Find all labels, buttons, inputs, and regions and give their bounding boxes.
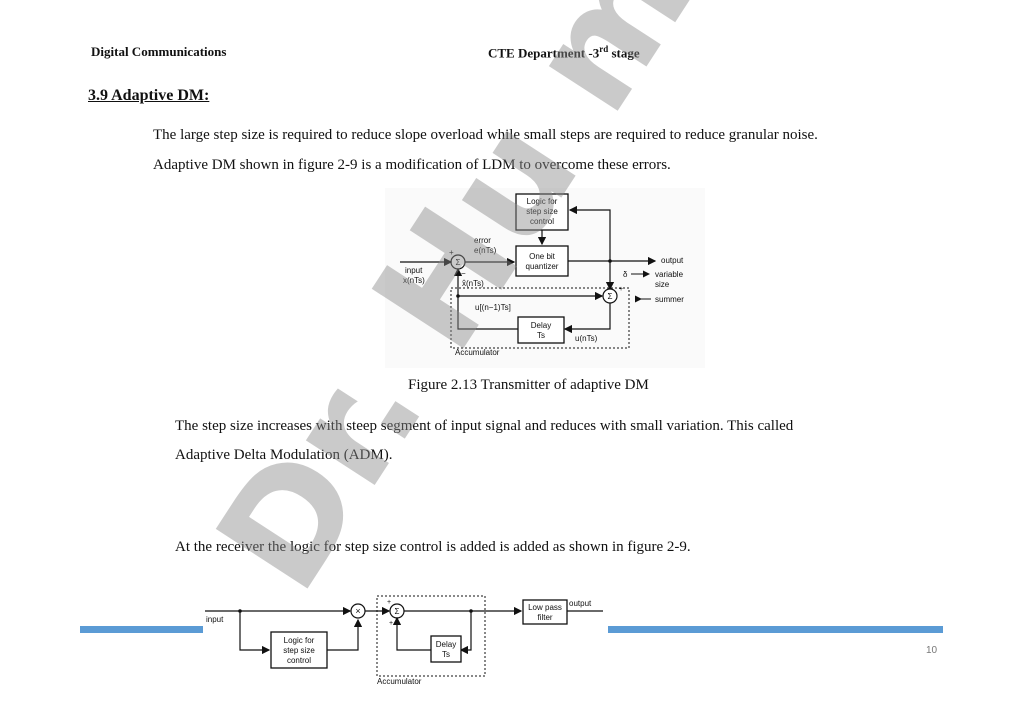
error-label-2: e(nTs) (474, 246, 497, 255)
figure-caption: Figure 2.13 Transmitter of adaptive DM (408, 377, 649, 393)
quantizer-label-2: quantizer (526, 262, 559, 271)
section-title: 3.9 Adaptive DM: (88, 87, 210, 104)
receiver-plus-sign-1: + (387, 599, 391, 606)
lpf-label-1: Low pass (528, 603, 562, 612)
logic-label-1: Logic for (527, 197, 558, 206)
receiver-plus-sign-2: + (389, 620, 393, 627)
error-label-1: error (474, 236, 491, 245)
xhat-label: x̂(nTs) (462, 279, 484, 288)
receiver-delay-label-1: Delay (436, 640, 456, 649)
paragraph-line-3: The step size increases with steep segme… (175, 418, 794, 434)
receiver-logic-label-1: Logic for (284, 636, 315, 645)
logic-block (515, 193, 569, 231)
delay-label-2: Ts (537, 331, 545, 340)
adm-transmitter-diagram: Logic for step size control One bit quan… (385, 188, 705, 368)
quantizer-block (515, 245, 569, 277)
variable-label-1: variable (655, 270, 684, 279)
lpf-label-2: filter (537, 613, 552, 622)
receiver-logic-block (270, 631, 328, 669)
u-now-label: u(nTs) (575, 334, 598, 343)
logic-label-3: control (530, 217, 554, 226)
delta-label: δ (623, 270, 628, 279)
receiver-output-label: output (569, 599, 592, 608)
receiver-logic-label-3: control (287, 656, 311, 665)
paragraph-line-5: At the receiver the logic for step size … (175, 539, 691, 555)
accumulator-label: Accumulator (455, 348, 500, 357)
header-department-text: CTE Department -3 (488, 45, 600, 61)
header-ordinal-suffix: rd (599, 44, 609, 54)
receiver-summer-symbol: Σ (395, 607, 400, 616)
variable-label-2: size (655, 280, 670, 289)
header-department: CTE Department -3rd stage (488, 44, 640, 61)
accumulator-summer-symbol: Σ (608, 292, 613, 301)
receiver-delay-label-2: Ts (442, 650, 450, 659)
accumulator-plus-sign: + (619, 286, 623, 293)
input-minus-sign: − (461, 269, 466, 278)
paragraph-line-4: Adaptive Delta Modulation (ADM). (175, 447, 393, 463)
paragraph-line-1: The large step size is required to reduc… (153, 127, 818, 143)
delay-label-1: Delay (531, 321, 551, 330)
paragraph-line-2: Adaptive DM shown in figure 2-9 is a mod… (153, 157, 671, 173)
receiver-logic-label-2: step size (283, 646, 315, 655)
receiver-delay-block (430, 635, 462, 663)
delay-block (517, 316, 565, 344)
receiver-input-label: input (206, 615, 224, 624)
multiplier-symbol: × (355, 606, 360, 616)
input-plus-sign: + (449, 248, 454, 257)
input-label-2: x(nTs) (403, 276, 425, 285)
adm-receiver-diagram: input × Logic for step size control Σ + … (203, 592, 608, 688)
accumulator-boundary (450, 287, 630, 349)
low-pass-filter-block (522, 599, 568, 625)
header-course-title: Digital Communications (91, 44, 227, 59)
receiver-accumulator-boundary (376, 595, 486, 677)
input-summer-symbol: Σ (456, 258, 461, 267)
u-prev-label: u[(n−1)Ts] (475, 303, 511, 312)
page-number: 10 (926, 645, 938, 656)
logic-label-2: step size (526, 207, 558, 216)
input-label-1: input (405, 266, 423, 275)
receiver-accumulator-label: Accumulator (377, 677, 422, 686)
output-label: output (661, 256, 684, 265)
quantizer-label-1: One bit (529, 252, 556, 261)
summer-label: summer (655, 295, 684, 304)
header-stage-text: stage (608, 45, 640, 61)
